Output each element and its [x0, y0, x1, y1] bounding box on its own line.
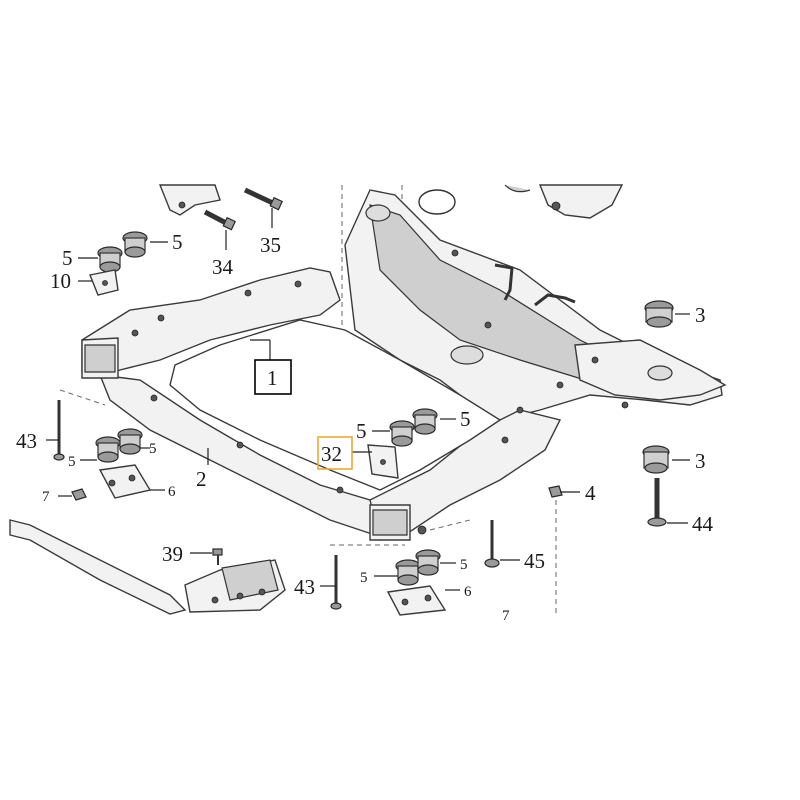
top-left-bracket [158, 184, 221, 216]
callout-3: 3 [695, 303, 706, 327]
callout-32: 32 [321, 442, 342, 466]
callout-6: 6 [464, 584, 472, 600]
bushing-5-upper-left-b [122, 231, 148, 258]
bushing-3-lower [642, 445, 670, 474]
callout-10: 10 [50, 269, 71, 293]
callout-box-1 [254, 359, 292, 395]
bushing-5-center-b [412, 408, 438, 435]
callout-35: 35 [260, 233, 281, 257]
bolt-34 [203, 209, 237, 231]
callout-6: 6 [168, 484, 176, 500]
callout-7: 7 [502, 608, 510, 624]
screw-39 [212, 548, 223, 565]
callout-44: 44 [692, 512, 714, 536]
bolt-35 [243, 187, 284, 211]
callout-box-32 [317, 436, 353, 470]
plate-6-center [386, 585, 447, 616]
callout-5: 5 [62, 246, 73, 270]
top-right-knuckle [504, 184, 624, 219]
bushing-5-upper-left-a [97, 246, 123, 273]
bushing-3-upper [644, 300, 674, 328]
nut-4 [548, 485, 563, 498]
callout-5: 5 [149, 441, 157, 457]
callout-5: 5 [360, 570, 368, 586]
crash-box-39 [184, 559, 286, 613]
bushing-5-lower-left-a [95, 436, 121, 463]
callout-5: 5 [460, 557, 468, 573]
callout-7: 7 [42, 489, 50, 505]
callout-45: 45 [524, 549, 545, 573]
bushing-5-lower-left-b [117, 428, 143, 455]
callout-43: 43 [294, 575, 315, 599]
plate-6-left [98, 464, 152, 499]
bolt-44 [647, 478, 667, 527]
callout-5: 5 [68, 454, 76, 470]
callout-3: 3 [695, 449, 706, 473]
bolt-43-center [330, 555, 342, 610]
callout-1: 1 [267, 366, 278, 390]
callout-34: 34 [212, 255, 234, 279]
callout-5: 5 [460, 407, 471, 431]
callout-4: 4 [585, 481, 596, 505]
bolt-43-left [53, 400, 65, 461]
bushing-5-lower-center-b [415, 549, 441, 576]
callout-5: 5 [172, 230, 183, 254]
callout-43: 43 [16, 429, 37, 453]
callout-5: 5 [356, 419, 367, 443]
nut-7-left [71, 488, 87, 501]
bracket-10 [89, 269, 119, 296]
bushing-5-lower-center-a [395, 559, 421, 586]
bushing-5-center-a [389, 420, 415, 447]
bolt-45 [484, 520, 500, 568]
callout-39: 39 [162, 542, 183, 566]
callout-2: 2 [196, 467, 207, 491]
subframe-main [81, 189, 727, 541]
bracket-32 [367, 444, 399, 479]
bumper-beam [9, 519, 187, 615]
